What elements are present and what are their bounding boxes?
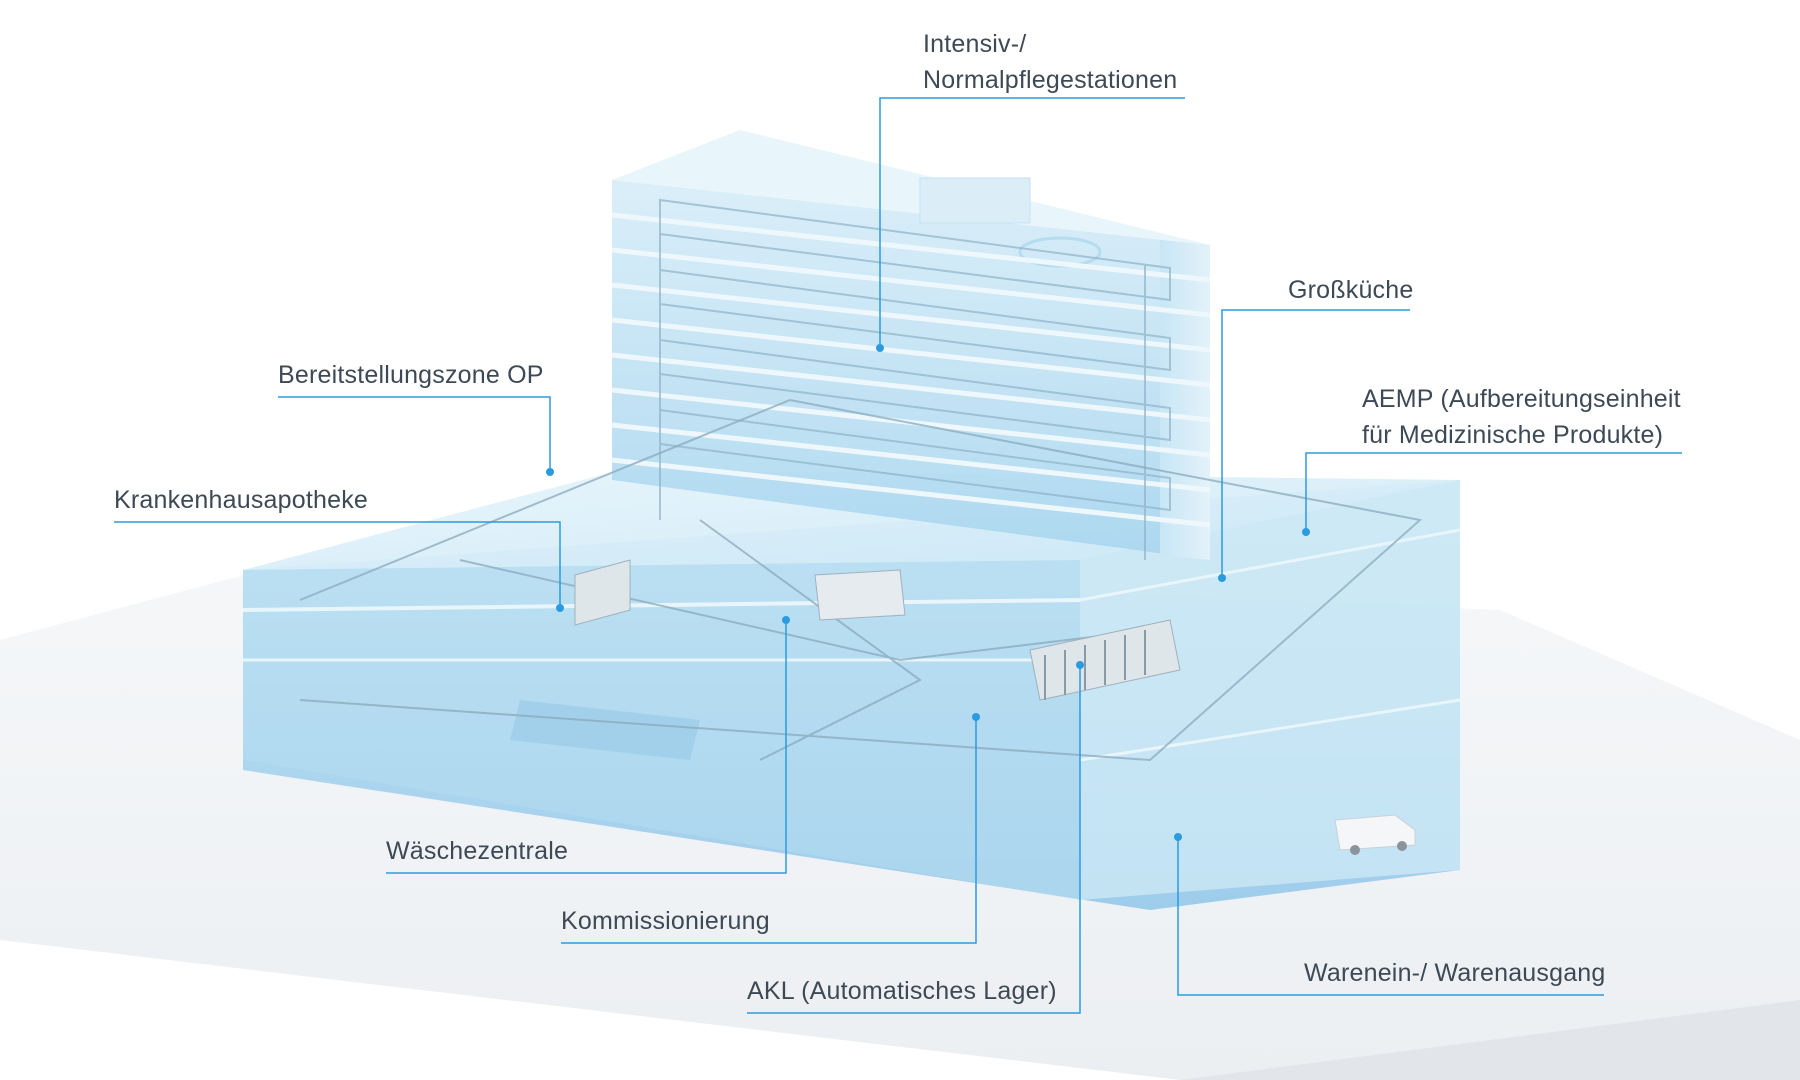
- label-aemp: AEMP (Aufbereitungseinheit für Medizinis…: [1362, 381, 1681, 453]
- label-akl: AKL (Automatisches Lager): [747, 977, 1057, 1005]
- storage-racks: [574, 559, 1181, 701]
- label-warenein: Warenein-/ Warenausgang: [1304, 959, 1606, 987]
- marker-waesche: [782, 616, 790, 624]
- delivery-van: [1334, 814, 1416, 855]
- label-aemp-line1: AEMP (Aufbereitungseinheit: [1362, 385, 1681, 413]
- label-grosskueche: Großküche: [1288, 276, 1414, 304]
- marker-akl: [1076, 661, 1084, 669]
- marker-intensiv: [876, 344, 884, 352]
- label-kommission: Kommissionierung: [561, 907, 770, 935]
- marker-bereitstellung: [546, 468, 554, 476]
- marker-grosskueche: [1218, 574, 1226, 582]
- label-intensiv-line2: Normalpflegestationen: [923, 66, 1178, 94]
- label-intensiv: Intensiv-/ Normalpflegestationen: [923, 26, 1177, 98]
- marker-kommission: [972, 713, 980, 721]
- marker-aemp: [1302, 528, 1310, 536]
- leader-lines: [114, 97, 1682, 1014]
- label-aemp-line2: für Medizinische Produkte): [1362, 421, 1664, 449]
- marker-apotheke: [556, 604, 564, 612]
- marker-warenein: [1174, 833, 1182, 841]
- marker-dots: [546, 344, 1310, 841]
- label-apotheke: Krankenhausapotheke: [114, 486, 368, 514]
- label-intensiv-line1: Intensiv-/: [923, 30, 1027, 58]
- ground-edge: [1180, 1000, 1800, 1080]
- label-waesche: Wäschezentrale: [386, 837, 569, 865]
- label-bereitstellung: Bereitstellungszone OP: [278, 361, 544, 389]
- tower: [611, 130, 1211, 560]
